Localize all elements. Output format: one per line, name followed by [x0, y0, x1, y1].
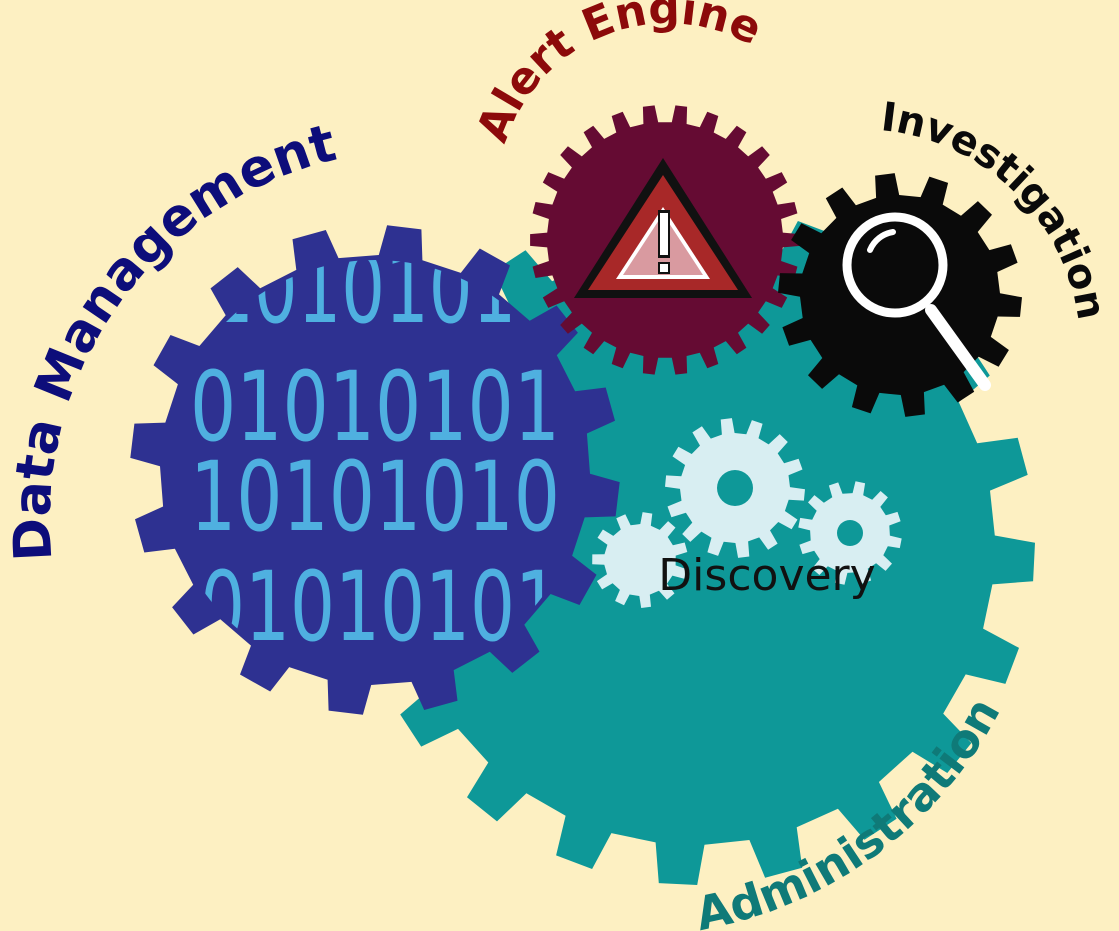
magnifier-icon: [842, 212, 991, 391]
discovery-label: Discovery: [658, 550, 875, 601]
data-management-gear: 10101010 01010101 10101010 01010101: [130, 225, 620, 715]
blue-gear-shape: [130, 225, 620, 715]
binary-row: 01010101: [190, 351, 560, 463]
discovery-gear-left: [592, 512, 688, 608]
cogs-icon: [592, 418, 902, 608]
investigation-gear: [778, 173, 1022, 417]
warning-triangle-icon: [574, 158, 752, 298]
alert-engine-gear: [530, 105, 800, 375]
binary-row: 10101010: [190, 441, 560, 553]
